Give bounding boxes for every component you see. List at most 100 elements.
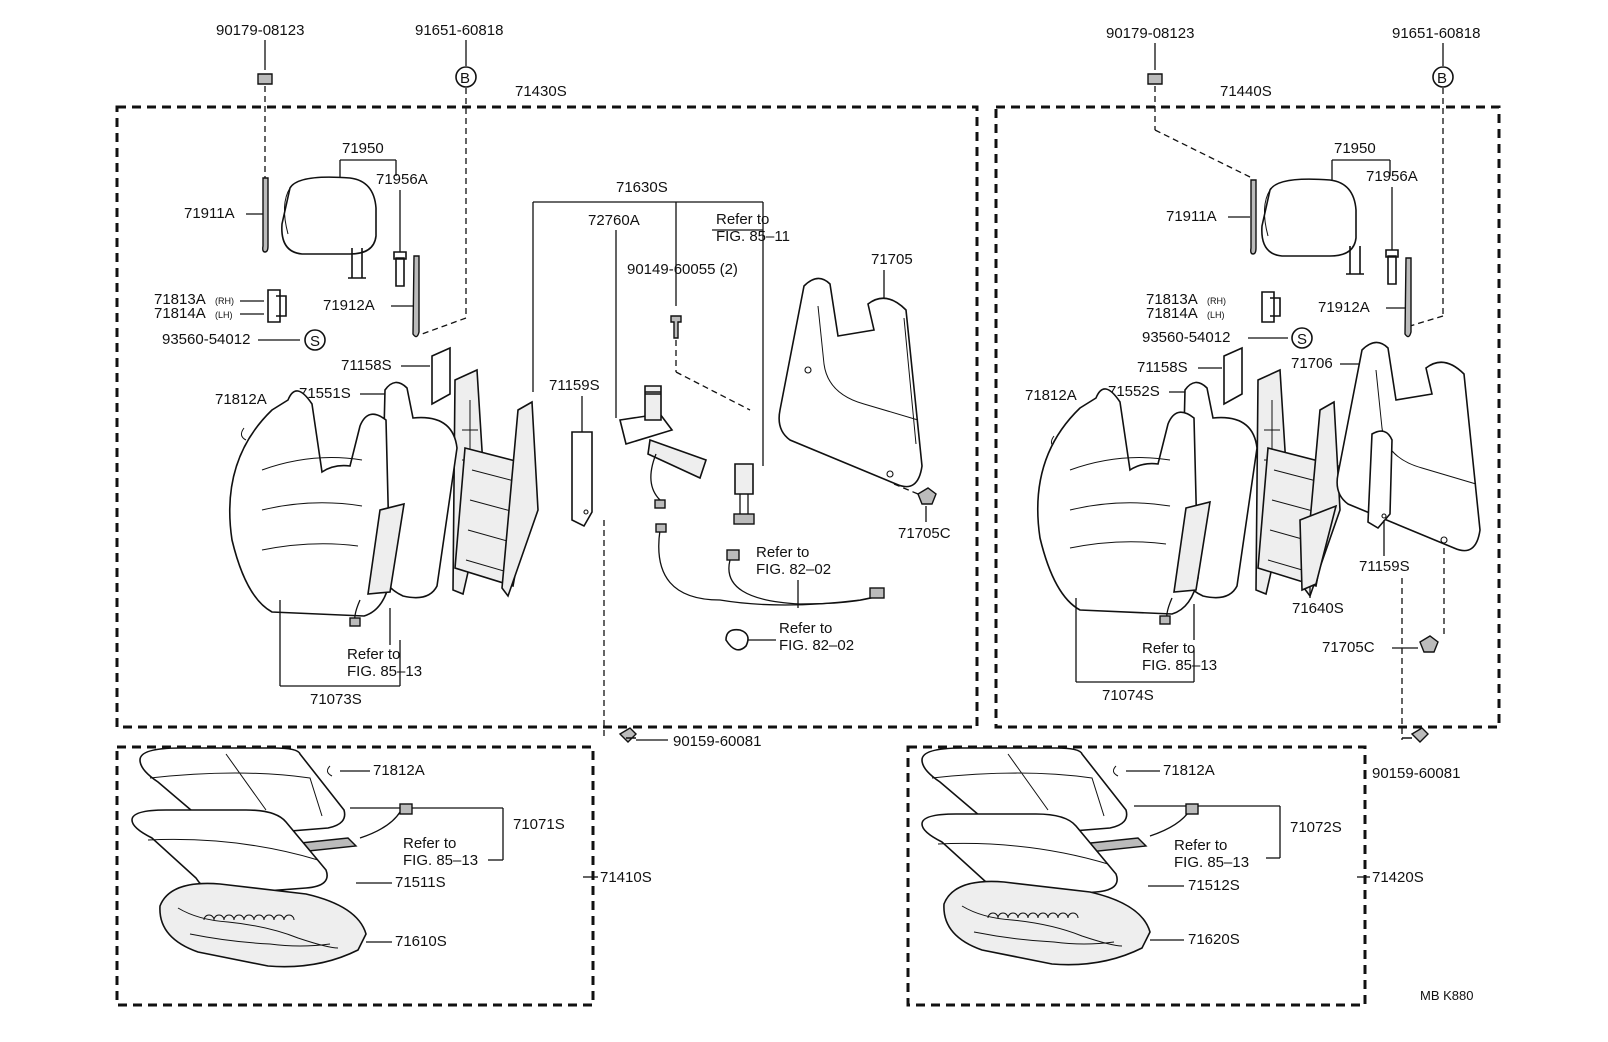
label-71158s-right: 71158S bbox=[1137, 359, 1188, 376]
label-71814a-right: 71814A bbox=[1146, 305, 1198, 322]
cushion-frame-left bbox=[159, 882, 367, 968]
ref-b-fig-82-02-lower: FIG. 82–02 bbox=[779, 637, 854, 654]
headrest-stay-left bbox=[262, 177, 269, 253]
label-71812a-cushion-left: 71812A bbox=[373, 762, 425, 779]
motor-body bbox=[644, 385, 662, 421]
label-90179-08123-left: 90179-08123 bbox=[216, 22, 304, 39]
group-box-71410s bbox=[115, 745, 595, 1007]
ref-a-right-seatback: Refer to bbox=[1142, 640, 1195, 657]
label-rh-right: (RH) bbox=[1207, 296, 1226, 306]
seatback-cover-right bbox=[1037, 388, 1199, 615]
stay-71912a-right bbox=[1404, 257, 1412, 338]
label-71911a-right: 71911A bbox=[1166, 208, 1217, 225]
label-71551s-left: 71551S bbox=[299, 385, 351, 402]
ref-b-cushion-left: FIG. 85–13 bbox=[403, 852, 478, 869]
ref-a-cushion-left: Refer to bbox=[403, 835, 456, 852]
lever-arm bbox=[647, 438, 708, 480]
figure-code: MB K880 bbox=[1420, 988, 1473, 1003]
bolt-90159-icon-right bbox=[1402, 727, 1429, 743]
group-label-71410s: 71410S bbox=[600, 869, 652, 886]
label-71912a-right: 71912A bbox=[1318, 299, 1370, 316]
label-rh-left: (RH) bbox=[215, 296, 234, 306]
label-93560-54012-right: 93560-54012 bbox=[1142, 329, 1230, 346]
clamp-icon bbox=[725, 628, 749, 651]
bolt-71956a-right bbox=[1385, 249, 1399, 285]
clip-71705c-icon-left bbox=[917, 487, 937, 505]
cover-71158s-right bbox=[1223, 346, 1243, 406]
cover-71158s-left bbox=[431, 346, 451, 406]
mark-s-icon-left bbox=[304, 329, 326, 351]
label-71610s: 71610S bbox=[395, 933, 447, 950]
mark-b-left: B bbox=[460, 70, 470, 87]
label-71812a-right: 71812A bbox=[1025, 387, 1077, 404]
label-91651-60818-left: 91651-60818 bbox=[415, 22, 503, 39]
label-72760a: 72760A bbox=[588, 212, 640, 229]
label-90159-60081-left: 90159-60081 bbox=[673, 733, 761, 750]
mark-s-icon-right bbox=[1291, 327, 1313, 349]
label-71956a-left: 71956A bbox=[376, 171, 428, 188]
ref-a-left-seatback: Refer to bbox=[347, 646, 400, 663]
label-71552s: 71552S bbox=[1108, 383, 1160, 400]
ref-a-fig-82-02-upper: Refer to bbox=[756, 544, 809, 561]
ref-b-fig-82-02-upper: FIG. 82–02 bbox=[756, 561, 831, 578]
cushion-cover-right bbox=[921, 747, 1128, 837]
label-71706: 71706 bbox=[1291, 355, 1333, 372]
label-90159-60081-right: 90159-60081 bbox=[1372, 765, 1460, 782]
seatback-board-71705 bbox=[778, 277, 923, 488]
label-lh-left: (LH) bbox=[215, 310, 233, 320]
label-93560-54012-left: 93560-54012 bbox=[162, 331, 250, 348]
label-71071s: 71071S bbox=[513, 816, 565, 833]
label-71705: 71705 bbox=[871, 251, 913, 268]
cushion-cover-left bbox=[139, 747, 346, 837]
ref-a-fig-85-11: Refer to bbox=[716, 211, 769, 228]
hog-ring-icon-left bbox=[240, 427, 247, 441]
headrest-stay-right bbox=[1250, 179, 1257, 255]
label-71705c-right: 71705C bbox=[1322, 639, 1375, 656]
label-71813a-left: 71813A bbox=[154, 291, 206, 308]
group-label-71440s: 71440S bbox=[1220, 83, 1272, 100]
bolt-90159-icon-left bbox=[618, 727, 637, 743]
ref-a-fig-82-02-lower: Refer to bbox=[779, 620, 832, 637]
group-label-71430s: 71430S bbox=[515, 83, 567, 100]
heater-element-left bbox=[367, 502, 405, 595]
ref-b-left-seatback: FIG. 85–13 bbox=[347, 663, 422, 680]
label-71911a-left: 71911A bbox=[184, 205, 235, 222]
group-box-71430s bbox=[115, 105, 979, 729]
bracket-71813a-right bbox=[1261, 291, 1281, 323]
hog-ring-icon-cushion-left bbox=[326, 765, 333, 777]
cushion-frame-right bbox=[943, 880, 1151, 966]
cover-71159s-left bbox=[571, 431, 593, 528]
label-lh-right: (LH) bbox=[1207, 310, 1225, 320]
label-71640s: 71640S bbox=[1292, 600, 1344, 617]
label-71159s-left: 71159S bbox=[549, 377, 600, 394]
group-box-71420s bbox=[906, 745, 1367, 1007]
label-90149-60055: 90149-60055 (2) bbox=[627, 261, 738, 278]
label-71812a-cushion-right: 71812A bbox=[1163, 762, 1215, 779]
group-label-71420s: 71420S bbox=[1372, 869, 1424, 886]
heater-element-right bbox=[1173, 500, 1211, 593]
cushion-pad-right bbox=[921, 813, 1118, 899]
bolt-71956a-left bbox=[393, 251, 407, 287]
label-71620s: 71620S bbox=[1188, 931, 1240, 948]
label-71630s: 71630S bbox=[616, 179, 668, 196]
cover-71159s-right bbox=[1367, 430, 1393, 530]
label-71814a-left: 71814A bbox=[154, 305, 206, 322]
label-71813a-right: 71813A bbox=[1146, 291, 1198, 308]
headrest-right bbox=[1261, 178, 1357, 257]
ref-b-right-seatback: FIG. 85–13 bbox=[1142, 657, 1217, 674]
label-71158s-left: 71158S bbox=[341, 357, 392, 374]
label-91651-60818-right: 91651-60818 bbox=[1392, 25, 1480, 42]
mark-b-icon-left bbox=[455, 66, 477, 88]
relay-unit bbox=[734, 463, 754, 495]
label-71812a-left: 71812A bbox=[215, 391, 267, 408]
label-71950-right: 71950 bbox=[1334, 140, 1376, 157]
stay-71912a-left bbox=[412, 255, 420, 338]
label-90179-08123-right: 90179-08123 bbox=[1106, 25, 1194, 42]
label-71956a-right: 71956A bbox=[1366, 168, 1418, 185]
nut-icon-left bbox=[257, 73, 273, 85]
label-71072s: 71072S bbox=[1290, 819, 1342, 836]
seatback-board-71706 bbox=[1336, 341, 1481, 552]
label-71512s: 71512S bbox=[1188, 877, 1240, 894]
nut-icon-right bbox=[1147, 73, 1163, 85]
